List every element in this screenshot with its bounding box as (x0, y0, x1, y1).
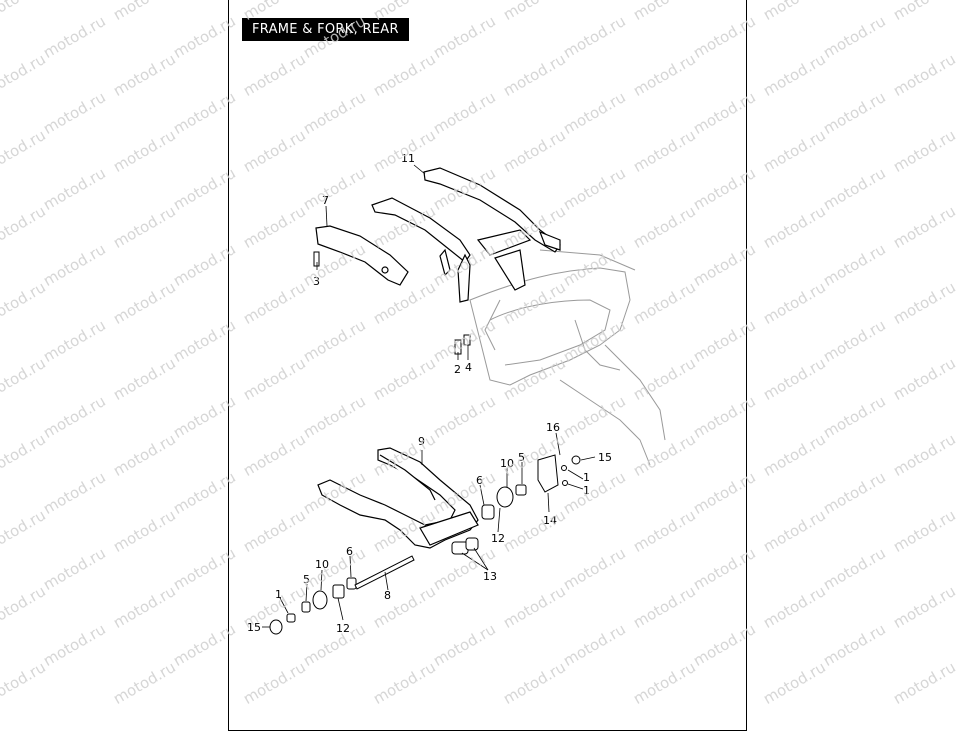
side-cover-part-7 (315, 225, 409, 286)
callout-1-right-upper: 1 (583, 471, 590, 484)
callout-10-left: 10 (315, 558, 329, 571)
callout-12-left: 12 (336, 622, 350, 635)
frame-rail-part-11 (371, 167, 561, 303)
callout-5-left: 5 (303, 573, 310, 586)
callout-6-right: 6 (476, 474, 483, 487)
callout-7: 7 (322, 194, 329, 207)
pivot-components (269, 454, 581, 635)
callout-15-right: 15 (598, 451, 612, 464)
main-frame-outline (469, 249, 666, 466)
callout-1-right-lower: 1 (583, 484, 590, 497)
swingarm-part-9 (317, 447, 479, 549)
callout-8: 8 (384, 589, 391, 602)
callout-labels: 11 7 3 2 4 9 16 15 10 5 1 1 6 12 14 13 6… (247, 152, 612, 635)
page-title: FRAME & FORK, REAR (242, 18, 409, 41)
callout-6-left: 6 (346, 545, 353, 558)
callout-2: 2 (454, 363, 461, 376)
callout-1-left: 1 (275, 588, 282, 601)
diagram-frame (228, 0, 747, 731)
callout-9: 9 (418, 435, 425, 448)
leader-lines (262, 164, 596, 628)
callout-5-right: 5 (518, 451, 525, 464)
callout-13: 13 (483, 570, 497, 583)
callout-4: 4 (465, 361, 472, 374)
callout-3: 3 (313, 275, 320, 288)
callout-14: 14 (543, 514, 557, 527)
callout-15-left: 15 (247, 621, 261, 634)
callout-10-right: 10 (500, 457, 514, 470)
callout-11: 11 (401, 152, 415, 165)
callout-12-right: 12 (491, 532, 505, 545)
callout-16: 16 (546, 421, 560, 434)
